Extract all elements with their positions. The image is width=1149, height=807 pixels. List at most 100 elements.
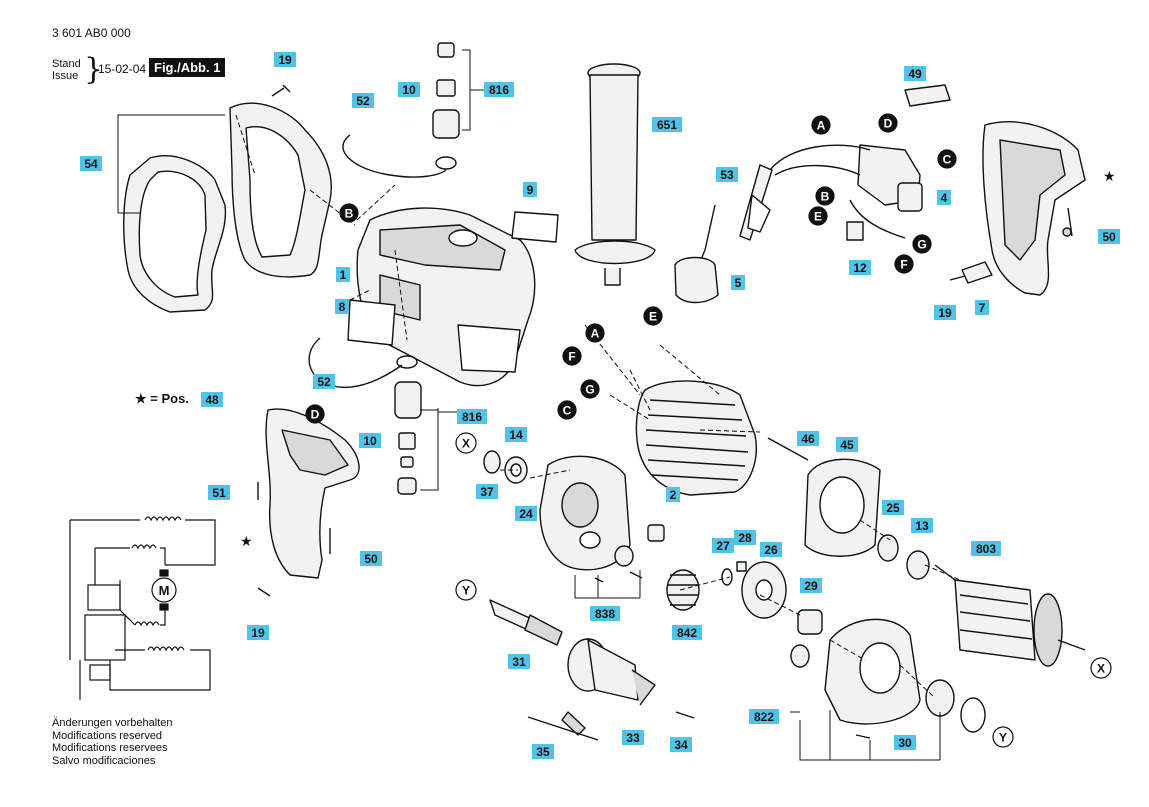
- part-label-box: [666, 487, 680, 502]
- part-label-text: 50: [364, 552, 378, 566]
- connector-marker-circle: [339, 203, 359, 223]
- part-label-text: 51: [212, 486, 226, 500]
- part-label-box: [749, 709, 779, 724]
- sleeve-part: [647, 524, 665, 542]
- air-guide-part: [819, 476, 865, 534]
- part-label-text: 2: [670, 488, 677, 502]
- connector-marker-letter: G: [585, 383, 594, 397]
- part-label: 31: [508, 654, 530, 669]
- part-label-box: [882, 500, 904, 515]
- schematic-coil: [147, 646, 185, 652]
- part-label-text: 37: [480, 485, 494, 499]
- part-label-box: [712, 538, 734, 553]
- part-label-box: [80, 156, 102, 171]
- part-label-text: 19: [251, 626, 265, 640]
- screw-part: [855, 734, 871, 739]
- axis-marker: Y: [455, 579, 477, 601]
- label-plate-part: [511, 211, 559, 243]
- part-label-box: [508, 654, 530, 669]
- part-label-text: 27: [716, 539, 730, 553]
- connector-marker-letter: C: [943, 153, 952, 167]
- bearing-plate-part: [539, 455, 631, 571]
- part-label-text: 816: [489, 83, 509, 97]
- motor-housing-part: [356, 207, 536, 387]
- part-label-text: 31: [512, 655, 526, 669]
- connector-marker: D: [878, 113, 898, 133]
- leader-lines: [117, 49, 961, 761]
- brace-glyph: }: [84, 52, 104, 87]
- connector-marker-circle: [305, 404, 325, 424]
- part-label-box: [247, 625, 269, 640]
- part-label-box: [359, 433, 381, 448]
- connector-marker: F: [562, 346, 582, 366]
- part-label-text: 26: [764, 543, 778, 557]
- note-line: Änderungen vorbehalten: [52, 717, 173, 729]
- connector-marker-letter: B: [821, 190, 830, 204]
- part-label-text: 28: [738, 531, 752, 545]
- part-label-box: [532, 744, 554, 759]
- part-number: 3 601 AB0 000: [52, 26, 131, 40]
- bearing-part: [790, 644, 810, 668]
- screw-part: [257, 587, 271, 597]
- washer-part: [721, 568, 733, 586]
- connector-marker-letter: G: [917, 238, 926, 252]
- part-label-box: [1098, 229, 1120, 244]
- axis-marker: Y: [992, 726, 1014, 748]
- stand-label: Stand: [52, 58, 81, 70]
- part-label-box: [274, 52, 296, 67]
- part-label-box: [716, 167, 738, 182]
- part-label: 816: [457, 409, 487, 424]
- part-label: 1: [336, 267, 350, 282]
- connector-marker: G: [580, 379, 600, 399]
- part-label-text: 651: [657, 118, 677, 132]
- connector-marker-circle: [937, 149, 957, 169]
- part-label-text: 8: [339, 300, 346, 314]
- part-label: 29: [800, 578, 822, 593]
- part-label: 51: [208, 485, 230, 500]
- part-label-box: [201, 392, 223, 407]
- schematic-box: [87, 584, 121, 611]
- issue-date: 15-02-04: [98, 62, 147, 76]
- gear-part: [666, 569, 700, 611]
- part-label: 26: [760, 542, 782, 557]
- part-label-box: [731, 275, 745, 290]
- washer-part: [483, 450, 501, 474]
- connector-marker-letter: B: [345, 207, 354, 221]
- part-label-box: [523, 182, 537, 197]
- wire-part: [342, 134, 447, 178]
- part-label-text: 5: [735, 276, 742, 290]
- part-label: 27: [712, 538, 734, 553]
- bearing-part: [614, 545, 634, 567]
- connector-marker: B: [815, 186, 835, 206]
- connector-marker-circle: [562, 346, 582, 366]
- axis-marker-letter: Y: [462, 584, 470, 598]
- spindle-part: [489, 599, 563, 646]
- part-label: 49: [904, 66, 926, 81]
- brush-holder-part: [394, 355, 422, 495]
- part-label-text: 4: [941, 191, 948, 205]
- connector-marker: F: [894, 254, 914, 274]
- part-label: 37: [476, 484, 498, 499]
- part-label-text: 9: [527, 183, 534, 197]
- part-drawings: [123, 42, 1086, 741]
- note-line: Modifications reserved: [52, 729, 163, 742]
- notes-block: Änderungen vorbehalten Modifications res…: [52, 717, 172, 767]
- part-label-text: 19: [938, 306, 952, 320]
- part-label: 33: [622, 730, 644, 745]
- part-label-text: 14: [509, 428, 523, 442]
- star-mark: ★: [240, 533, 253, 549]
- part-label: 30: [894, 735, 916, 750]
- part-label-box: [652, 117, 682, 132]
- part-label-text: 49: [908, 67, 922, 81]
- part-label: 14: [505, 427, 527, 442]
- connector-marker: C: [557, 400, 577, 420]
- part-label-text: 803: [976, 542, 996, 556]
- screw-part: [675, 711, 695, 719]
- part-label: 10: [359, 433, 381, 448]
- part-label-text: 816: [462, 410, 482, 424]
- part-label: 50: [360, 551, 382, 566]
- connector-marker-letter: F: [900, 258, 907, 272]
- motor-brush: [159, 603, 169, 611]
- gear-part: [741, 561, 787, 619]
- part-label-box: [515, 506, 537, 521]
